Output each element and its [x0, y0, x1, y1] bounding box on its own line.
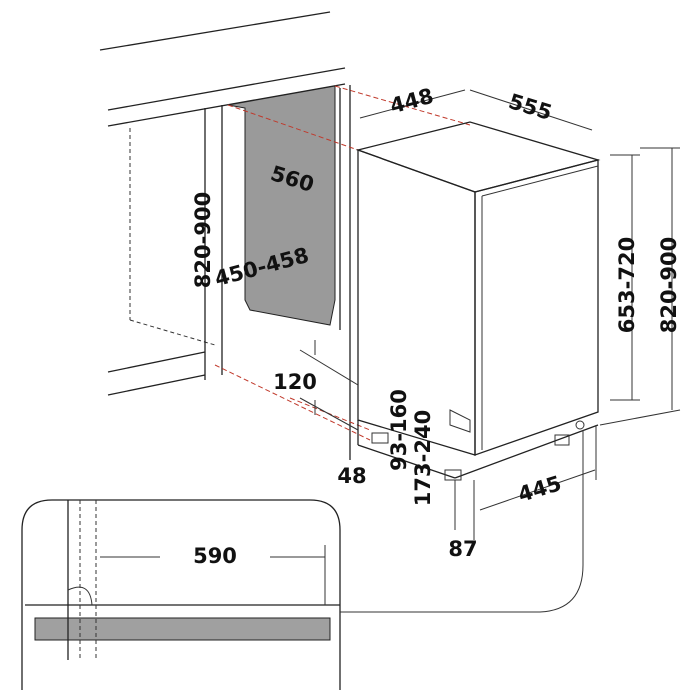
dim-front-panel-height: 653-720 [615, 237, 639, 333]
dim-plinth-height: 120 [273, 370, 317, 394]
inset-base-bar [34, 617, 331, 641]
hose-outlet [575, 420, 585, 430]
dim-foot-range-a: 93-160 [387, 389, 411, 471]
foot [371, 432, 389, 444]
dim-front-offset: 87 [448, 537, 477, 561]
detail-inset [21, 430, 584, 690]
dim-foot-range-b: 173-240 [411, 410, 435, 506]
foot [444, 469, 462, 481]
dim-bottom-depth: 445 [515, 471, 564, 507]
dishwasher [355, 121, 601, 481]
dim-niche-height-left: 820-900 [191, 192, 215, 288]
foot [554, 434, 570, 446]
dim-inset-width: 590 [193, 544, 237, 568]
dim-plinth-offset: 48 [337, 464, 366, 488]
dimension-lines [299, 89, 681, 540]
dim-top-depth: 555 [506, 89, 555, 125]
niche-back-panel [227, 85, 336, 326]
dim-total-height-right: 820-900 [657, 237, 681, 333]
